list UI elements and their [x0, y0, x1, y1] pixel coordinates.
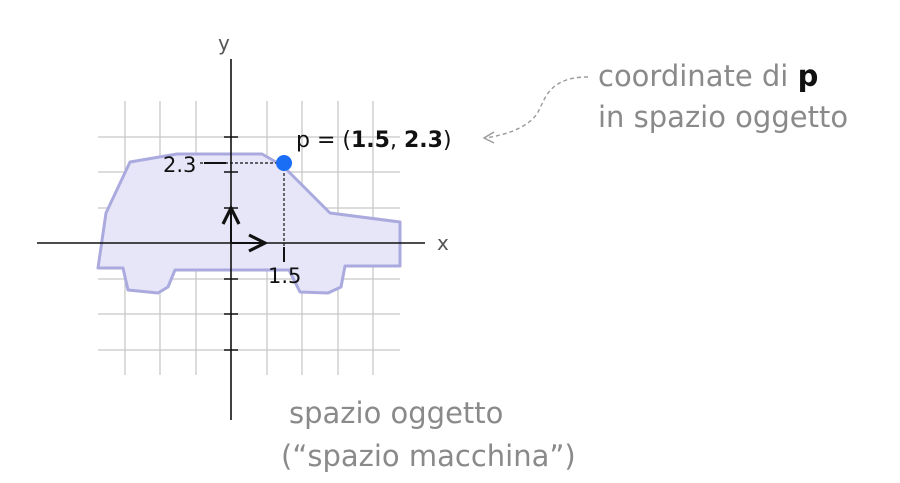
callout-arrow	[485, 76, 589, 139]
point-label-y: 2.3	[404, 128, 443, 153]
y-value-label: 2.3	[163, 153, 196, 177]
point-label-suffix: )	[443, 128, 452, 153]
point-label: p = (1.5, 2.3)	[296, 128, 452, 153]
point-label-separator: ,	[390, 128, 404, 153]
x-axis-label: x	[437, 231, 449, 255]
callout-line-1: coordinate di p	[598, 59, 818, 93]
callout-line-2: in spazio oggetto	[598, 100, 848, 134]
callout-arrowhead	[482, 131, 495, 144]
point-label-prefix: p = (	[296, 128, 351, 153]
y-axis-label: y	[218, 31, 230, 55]
callout-line-1-text: coordinate di	[598, 59, 798, 93]
x-value-label: 1.5	[268, 264, 301, 288]
caption-line-2: (“spazio macchina”)	[281, 439, 576, 473]
car-shape	[96, 152, 402, 295]
caption-line-1: spazio oggetto	[289, 396, 503, 430]
point-label-x: 1.5	[351, 128, 390, 153]
point-p	[276, 155, 292, 171]
callout-bold-p: p	[798, 59, 819, 93]
